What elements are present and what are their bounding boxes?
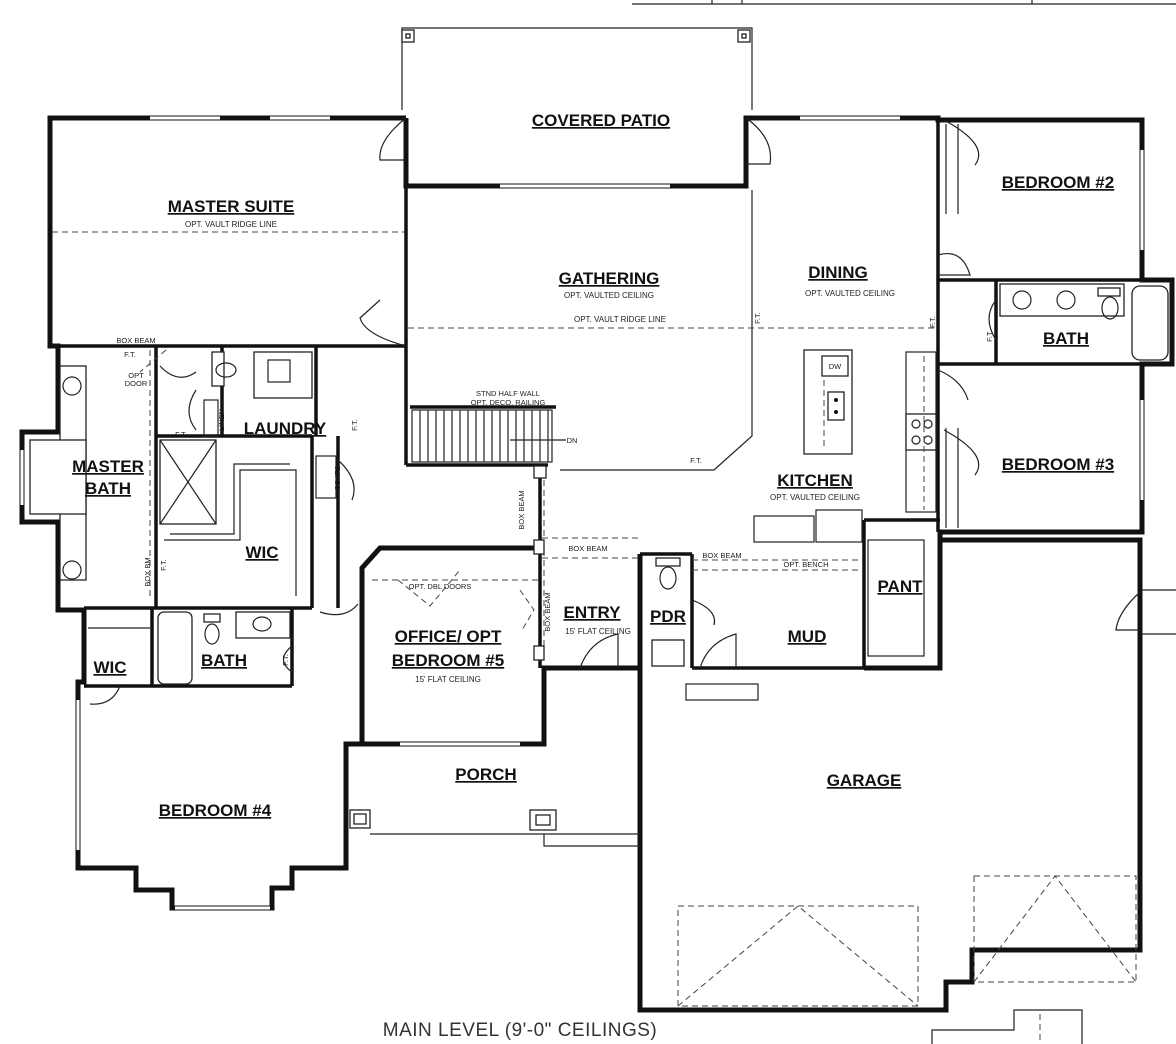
note-ft-dining: F.T. xyxy=(753,312,762,324)
closet-shelves xyxy=(88,124,959,629)
label-wic-small: WIC xyxy=(93,658,126,677)
plan-title: MAIN LEVEL (9'-0" CEILINGS) xyxy=(383,1020,657,1041)
note-ft-bath-lower: F.T. xyxy=(281,654,290,666)
label-porch: PORCH xyxy=(455,765,516,784)
note-opt-bench: OPT. BENCH xyxy=(783,560,828,569)
label-gathering: GATHERING xyxy=(559,269,660,288)
note-opt-door-2: DOOR xyxy=(125,379,148,388)
label-mud: MUD xyxy=(788,627,827,646)
note-ft-dining-east: F.T. xyxy=(928,316,937,328)
label-pant: PANT xyxy=(877,577,923,596)
note-dw: DW xyxy=(829,362,842,371)
note-box-beam-master: BOX BEAM xyxy=(116,336,155,345)
label-bedroom-4: BEDROOM #4 xyxy=(159,801,272,820)
label-master-bath-2: BATH xyxy=(85,479,131,498)
note-dining: OPT. VAULTED CEILING xyxy=(805,289,895,298)
label-master-suite: MASTER SUITE xyxy=(168,197,295,216)
label-bath-lower: BATH xyxy=(201,651,247,670)
kitchen-fixtures xyxy=(560,190,937,657)
note-office: 15' FLAT CEILING xyxy=(415,675,481,684)
ceiling-lines xyxy=(52,231,936,650)
stairs xyxy=(410,405,566,463)
east-stub xyxy=(1142,589,1176,635)
title-block-strip xyxy=(632,0,1176,5)
doors xyxy=(89,117,1141,705)
label-entry: ENTRY xyxy=(564,603,622,622)
note-ft-master: F.T. xyxy=(124,350,136,359)
note-master-suite: OPT. VAULT RIDGE LINE xyxy=(185,220,277,229)
note-box-beam-entry: BOX BEAM xyxy=(543,592,552,631)
note-kitchen: OPT. VAULTED CEILING xyxy=(770,493,860,502)
label-master-bath-1: MASTER xyxy=(72,457,144,476)
note-ft-bath-upper: F.T. xyxy=(985,330,994,342)
covered-patio-outline xyxy=(401,27,753,110)
label-covered-patio: COVERED PATIO xyxy=(532,111,670,130)
note-ft-wic: F.T. xyxy=(159,559,168,571)
note-box-bm: BOX BM xyxy=(143,557,152,586)
label-garage: GARAGE xyxy=(827,771,902,790)
label-dining: DINING xyxy=(808,263,868,282)
note-box-beam-vertical: BOX BEAM xyxy=(517,490,526,529)
label-bedroom-3: BEDROOM #3 xyxy=(1002,455,1114,474)
note-ft-laundry: F.T. xyxy=(350,419,359,431)
bath-fixtures xyxy=(29,283,1169,685)
note-dn: DN xyxy=(567,436,578,445)
note-opt-dbl-doors: OPT. DBL DOORS xyxy=(409,582,472,591)
note-half-wall-2: OPT. DECO. RAILING xyxy=(471,398,546,407)
label-bath-upper: BATH xyxy=(1043,329,1089,348)
note-coats: COATS xyxy=(333,465,342,490)
note-gathering: OPT. VAULTED CEILING xyxy=(564,291,654,300)
label-bedroom-2: BEDROOM #2 xyxy=(1002,173,1114,192)
note-ft-kitchen: F.T. xyxy=(690,456,702,465)
label-kitchen: KITCHEN xyxy=(777,471,853,490)
garage-doors xyxy=(677,875,1137,1044)
note-ft-shower: F.T. xyxy=(175,430,187,439)
label-pdr: PDR xyxy=(650,607,686,626)
interior-walls xyxy=(58,118,1142,688)
note-half-wall-1: STND HALF WALL xyxy=(476,389,540,398)
note-box-beam-pdr: BOX BEAM xyxy=(702,551,741,560)
label-wic-master: WIC xyxy=(245,543,278,562)
note-box-beam-horizontal: BOX BEAM xyxy=(568,544,607,553)
note-linen: LINEN xyxy=(217,409,226,431)
note-vault-ridge: OPT. VAULT RIDGE LINE xyxy=(574,315,666,324)
label-laundry: LAUNDRY xyxy=(244,419,327,438)
note-opt-door-1: OPT xyxy=(128,371,144,380)
porch-posts xyxy=(349,465,759,847)
note-entry: 15' FLAT CEILING xyxy=(565,627,631,636)
windows xyxy=(20,116,1144,910)
exterior-walls xyxy=(19,115,1175,1013)
label-office-1: OFFICE/ OPT xyxy=(395,627,502,646)
label-office-2: BEDROOM #5 xyxy=(392,651,504,670)
